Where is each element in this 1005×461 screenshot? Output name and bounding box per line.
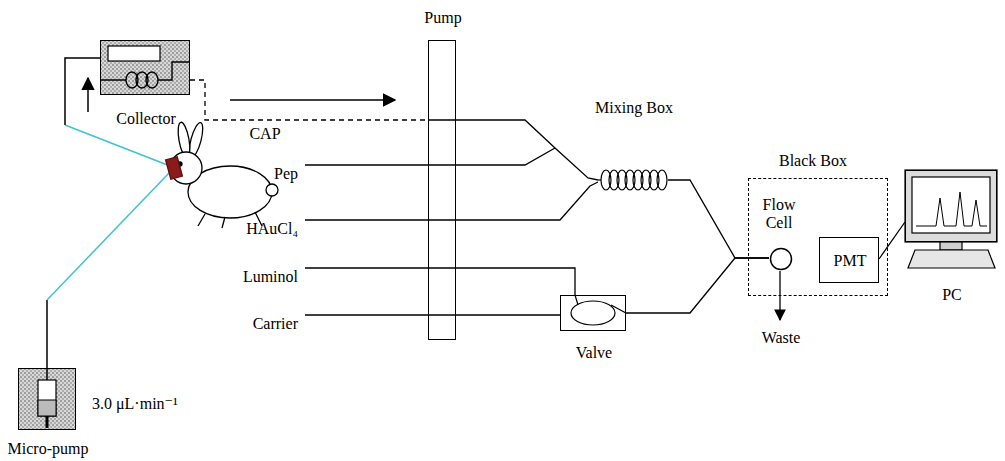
node-label: Pump <box>424 9 461 27</box>
node-label: Black Box <box>779 152 847 170</box>
flow-rate: 3.0 μL·min⁻¹ <box>92 395 178 413</box>
pc-monitor: PC <box>905 170 997 242</box>
syringe-pump <box>18 368 76 430</box>
mixing-coil-box: Mixing Box <box>598 168 668 192</box>
pmt-box: PMT <box>819 237 879 283</box>
mixing-coil <box>598 170 667 190</box>
valve-rotor <box>571 295 626 325</box>
black-box: Black BoxFlow CellPMT <box>748 178 888 296</box>
node-label: Micro-pump <box>8 440 89 458</box>
valve-box: Valve <box>560 295 626 331</box>
computer <box>905 170 997 268</box>
tube-connector <box>456 120 598 180</box>
flow-cell: Flow Cell <box>769 247 793 271</box>
tube-connector <box>190 80 428 120</box>
pump-lines <box>305 120 598 315</box>
node-label: Flow Cell <box>758 196 800 233</box>
reagent-label: Pep <box>274 165 298 183</box>
node-label: Collector <box>116 110 176 128</box>
reagent-label: HAuCl₄ <box>246 220 298 238</box>
tube-connector <box>879 222 905 259</box>
tube-connector <box>456 268 575 295</box>
collector-box: Collector <box>100 40 190 95</box>
reagent-label: Luminol <box>243 268 298 286</box>
tube-connector <box>668 180 769 258</box>
node-label: PMT <box>834 252 867 270</box>
collector-device <box>100 40 190 95</box>
tubing <box>47 58 395 368</box>
node-label: Mixing Box <box>595 99 673 117</box>
node-label: Valve <box>576 344 612 362</box>
node-label: PC <box>942 286 962 304</box>
reagent-label: CAP <box>249 125 280 143</box>
micropump-box: Micro-pump <box>18 368 76 430</box>
reagent-label: Carrier <box>253 315 298 333</box>
waste-label: Waste <box>762 329 801 347</box>
flow-cell-outline <box>769 247 793 271</box>
pump-box: Pump <box>428 40 456 340</box>
